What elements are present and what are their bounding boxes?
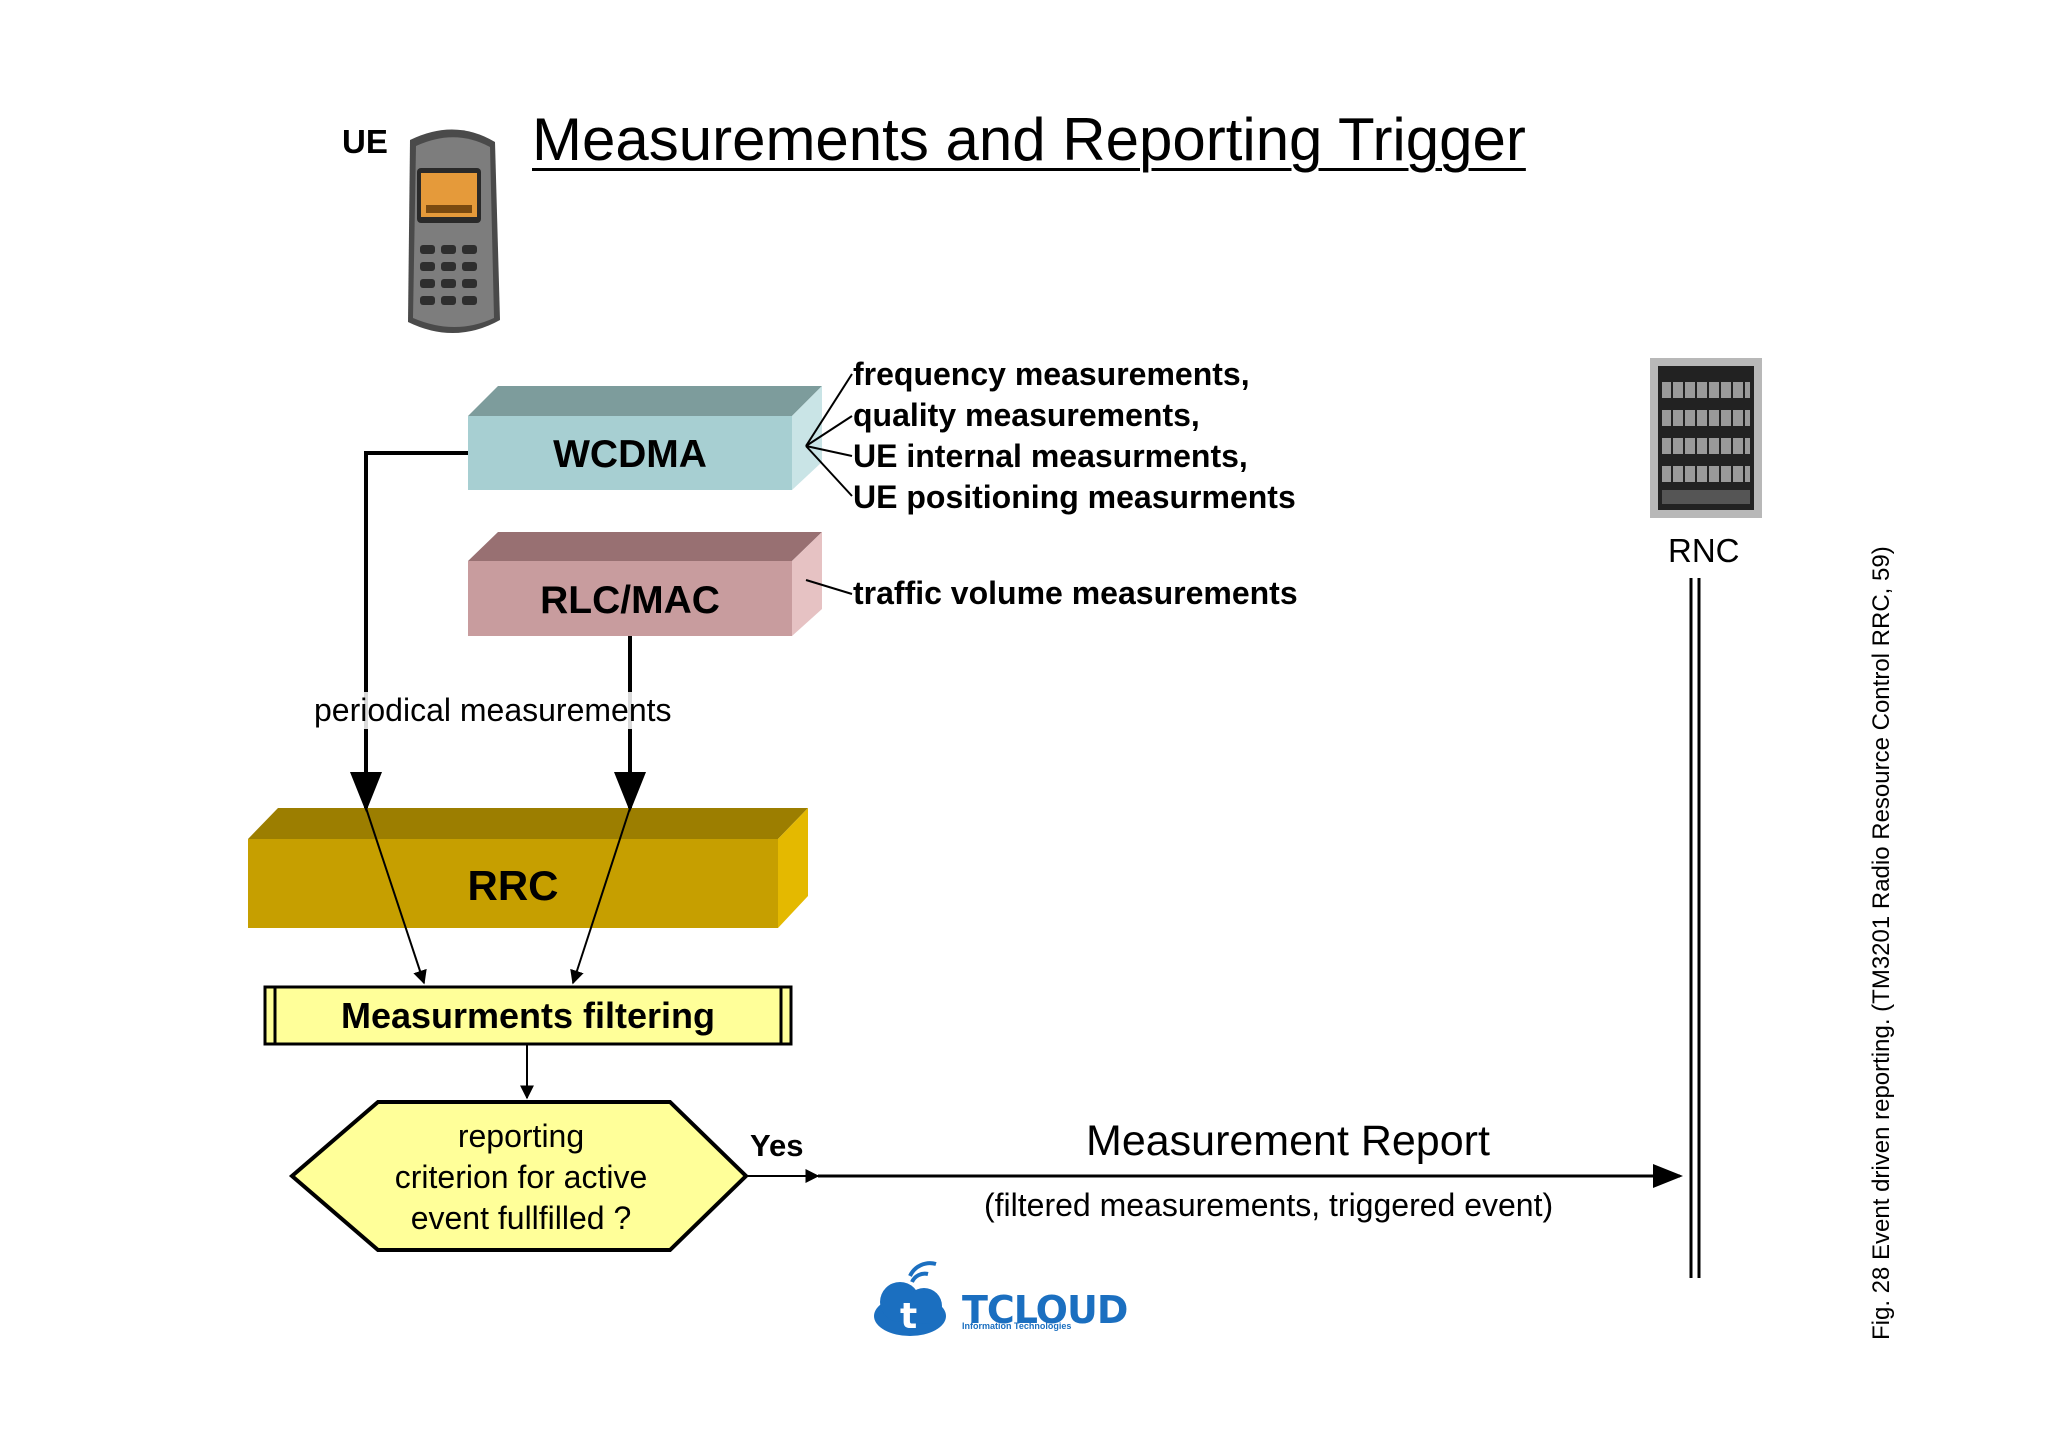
tcloud-logo-icon: t [874,1261,946,1337]
decision-line: event fullfilled ? [410,1200,632,1236]
decision-line: reporting [457,1118,585,1154]
logo-tagline: Information Technologies [962,1321,1072,1331]
wcdma-label: WCDMA [553,433,707,476]
measurement-item: UE positioning measurments [853,479,1296,515]
rrc-label: RRC [467,862,559,909]
rnc-lifeline [1689,578,1701,1278]
decision-line: criterion for active [394,1159,648,1195]
filtering-label: Measurments filtering [340,995,716,1036]
page-title: Measurements and Reporting Trigger [532,106,1526,173]
mobile-phone-icon [408,129,500,334]
yes-label: Yes [750,1128,804,1163]
rnc-rack-icon [1650,358,1762,518]
measurement-item: frequency measurements, [853,356,1250,392]
traffic-volume-label: traffic volume measurements [853,575,1298,611]
wcdma-measurement-connectors [805,373,853,497]
svg-text:t: t [900,1296,917,1337]
rrc-to-filter-right-arrow [570,807,631,985]
wcdma-box [468,386,822,490]
figure-caption: Fig. 28 Event driven reporting. (TM3201 … [1868,546,1895,1340]
periodical-measurements-label: periodical measurements [312,692,674,729]
rrc-to-filter-left-arrow [365,807,427,985]
measurement-report-subtitle: (filtered measurements, triggered event) [984,1187,1554,1223]
wcdma-measurements-list: frequency measurements, quality measurem… [853,354,1296,518]
rlc-measurement-connector [805,579,853,595]
logo-name: TCLOUD [962,1288,1128,1332]
rlc-mac-box [468,532,822,636]
ue-label: UE [342,123,388,160]
rrc-box [248,808,808,928]
rlc-mac-label: RLC/MAC [540,579,720,622]
measurement-item: UE internal measurments, [853,438,1248,474]
wcdma-to-rrc-arrow [350,451,468,812]
measurement-item: quality measurements, [853,397,1200,433]
filtering-box [263,985,793,1046]
rnc-label: RNC [1668,532,1740,569]
decision-text: reporting criterion for active event ful… [340,1116,702,1239]
measurement-report-title: Measurement Report [1086,1117,1490,1165]
